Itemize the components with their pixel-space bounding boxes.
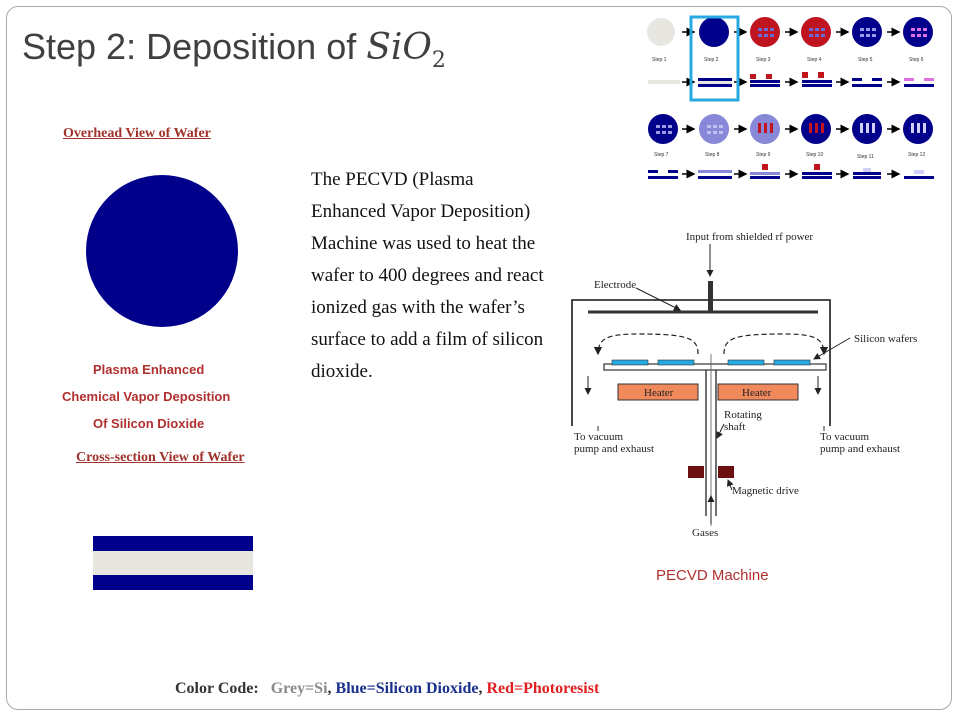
pecvd-caption-line3: Of Silicon Dioxide bbox=[93, 416, 205, 431]
label-electrode: Electrode bbox=[594, 279, 636, 291]
pecvd-caption-line1: Plasma Enhanced bbox=[93, 362, 205, 377]
step-9-label: Step 9 bbox=[756, 152, 771, 158]
step-6-label: Step 6 bbox=[909, 57, 924, 63]
pecvd-machine-caption: PECVD Machine bbox=[656, 567, 769, 584]
label-gases: Gases bbox=[692, 527, 718, 538]
step-1-label: Step 1 bbox=[652, 57, 667, 63]
step-7-label: Step 7 bbox=[654, 152, 669, 158]
label-magnetic-drive: Magnetic drive bbox=[732, 485, 799, 497]
silicon-layer bbox=[93, 551, 253, 575]
step-4-label: Step 4 bbox=[807, 57, 822, 63]
step-5-label: Step 5 bbox=[858, 57, 873, 63]
description-text: The PECVD (Plasma Enhanced Vapor Deposit… bbox=[311, 169, 544, 382]
wafer-cross-section bbox=[93, 536, 253, 590]
step-10-label: Step 10 bbox=[806, 152, 823, 158]
label-vacuum-left-2: pump and exhaust bbox=[574, 443, 654, 455]
color-code-red: Red=Photoresist bbox=[486, 680, 600, 697]
label-vacuum-left-1: To vacuum bbox=[574, 431, 623, 443]
wafer-overhead-disc bbox=[86, 175, 238, 327]
label-silicon-wafers: Silicon wafers bbox=[854, 333, 917, 345]
slide-title: Step 2: Deposition of SiO2 bbox=[22, 26, 446, 73]
title-formula: SiO2 bbox=[366, 27, 446, 73]
color-code-grey: Grey=Si bbox=[270, 680, 328, 697]
slide-frame bbox=[6, 6, 952, 710]
step-8-label: Step 8 bbox=[705, 152, 720, 158]
cross-section-label: Cross-section View of Wafer bbox=[76, 450, 245, 465]
label-heater-left: Heater bbox=[644, 387, 674, 399]
oxide-layer-top bbox=[93, 536, 253, 551]
color-code-blue: Blue=Silicon Dioxide bbox=[335, 680, 479, 697]
label-vacuum-right-2: pump and exhaust bbox=[820, 443, 900, 455]
color-code-legend: Color Code: Grey=Si, Blue=Silicon Dioxide… bbox=[175, 680, 599, 698]
label-rf-input: Input from shielded rf power bbox=[686, 231, 813, 243]
step-11-label: Step 11 bbox=[857, 154, 874, 160]
oxide-layer-bottom bbox=[93, 575, 253, 590]
color-code-label: Color Code: bbox=[175, 680, 259, 697]
pecvd-machine-diagram: Input from shielded rf power Electrode S… bbox=[571, 231, 917, 538]
color-code-separator-2: , bbox=[478, 680, 483, 697]
label-heater-right: Heater bbox=[742, 387, 772, 399]
label-shaft: shaft bbox=[724, 421, 745, 433]
step-3-label: Step 3 bbox=[756, 57, 771, 63]
color-code-separator-1: , bbox=[327, 680, 332, 697]
label-vacuum-right-1: To vacuum bbox=[820, 431, 869, 443]
step-12-label: Step 12 bbox=[908, 152, 925, 158]
pecvd-caption-line2: Chemical Vapor Deposition bbox=[62, 389, 231, 404]
process-flow-diagram: Step 1 Step 2 Step 3 Step 4 Step 5 Step … bbox=[647, 15, 934, 179]
title-formula-base: SiO bbox=[366, 27, 432, 68]
step-2-label: Step 2 bbox=[704, 57, 719, 63]
label-rotating: Rotating bbox=[724, 409, 762, 421]
title-formula-subscript: 2 bbox=[431, 48, 446, 74]
title-prefix: Step 2: Deposition of bbox=[22, 26, 367, 67]
overhead-view-label: Overhead View of Wafer bbox=[63, 126, 211, 141]
